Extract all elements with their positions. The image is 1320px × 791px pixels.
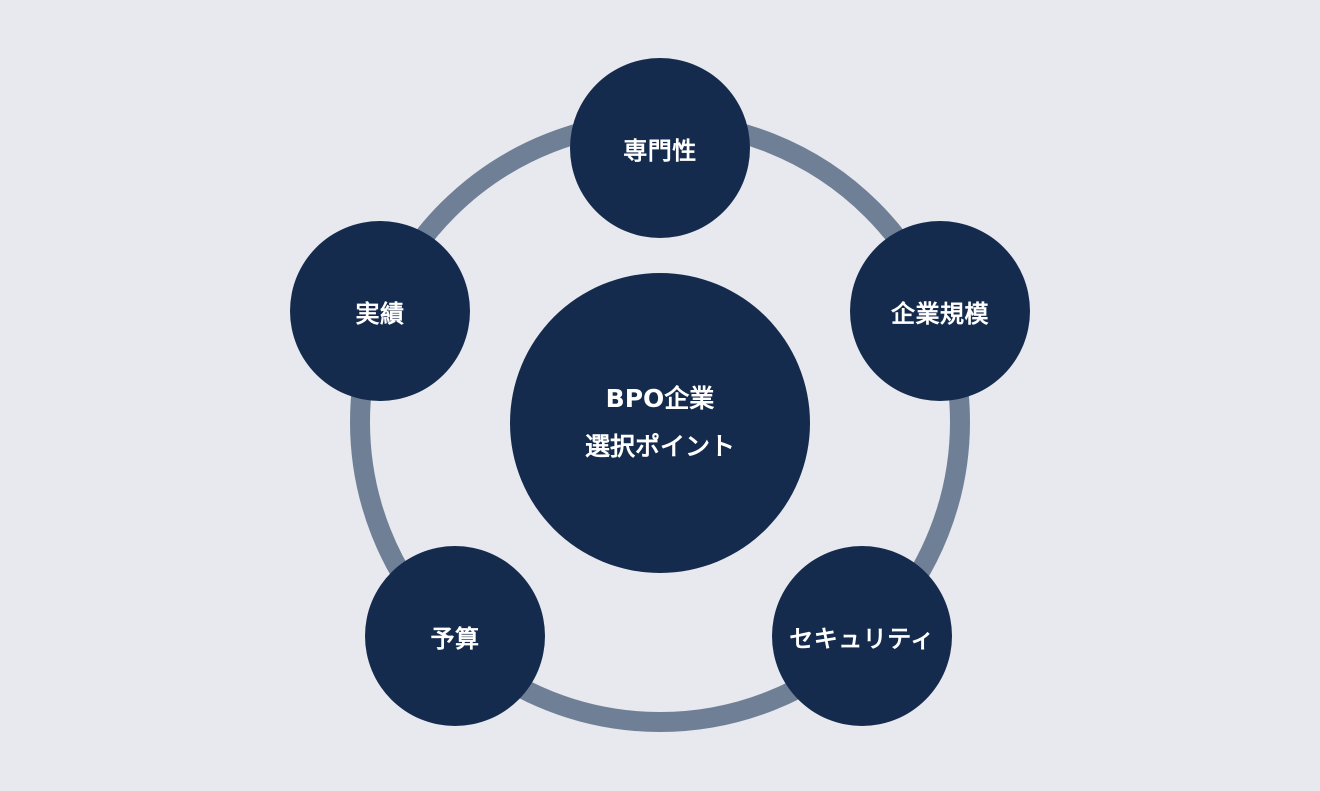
node-budget: 予算 — [365, 546, 545, 726]
node-track-record: 実績 — [290, 221, 470, 401]
node-budget-label: 予算 — [430, 624, 480, 653]
node-company-size-label: 企業規模 — [891, 299, 989, 328]
node-company-size: 企業規模 — [850, 221, 1030, 401]
node-track-record-label: 実績 — [355, 299, 405, 328]
node-security: セキュリティ — [772, 546, 952, 726]
node-expertise: 専門性 — [570, 58, 750, 238]
node-security-label: セキュリティ — [789, 624, 935, 653]
node-expertise-label: 専門性 — [623, 136, 697, 165]
center-node-line2: 選択ポイント — [584, 432, 735, 461]
center-node-line1: BPO企業 — [605, 384, 715, 413]
center-node: BPO企業 選択ポイント — [510, 273, 810, 573]
